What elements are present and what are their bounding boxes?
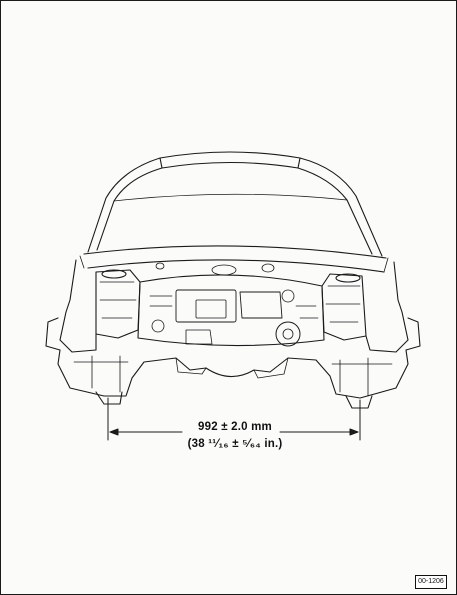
left-strut-tower bbox=[45, 269, 141, 353]
dimension-inch-label: (38 ¹¹⁄₁₆ ± ⁵⁄₆₄ in.) bbox=[187, 438, 283, 450]
dimension-line bbox=[107, 397, 361, 441]
reference-tag: 00-1206 bbox=[415, 575, 447, 589]
bulkhead bbox=[137, 262, 325, 347]
dimension-mm-label: 992 ± 2.0 mm bbox=[198, 421, 272, 433]
lower-frame bbox=[57, 349, 409, 409]
cowl-panel bbox=[65, 245, 403, 313]
right-strut-tower bbox=[321, 273, 421, 353]
windshield-frame bbox=[87, 151, 383, 257]
